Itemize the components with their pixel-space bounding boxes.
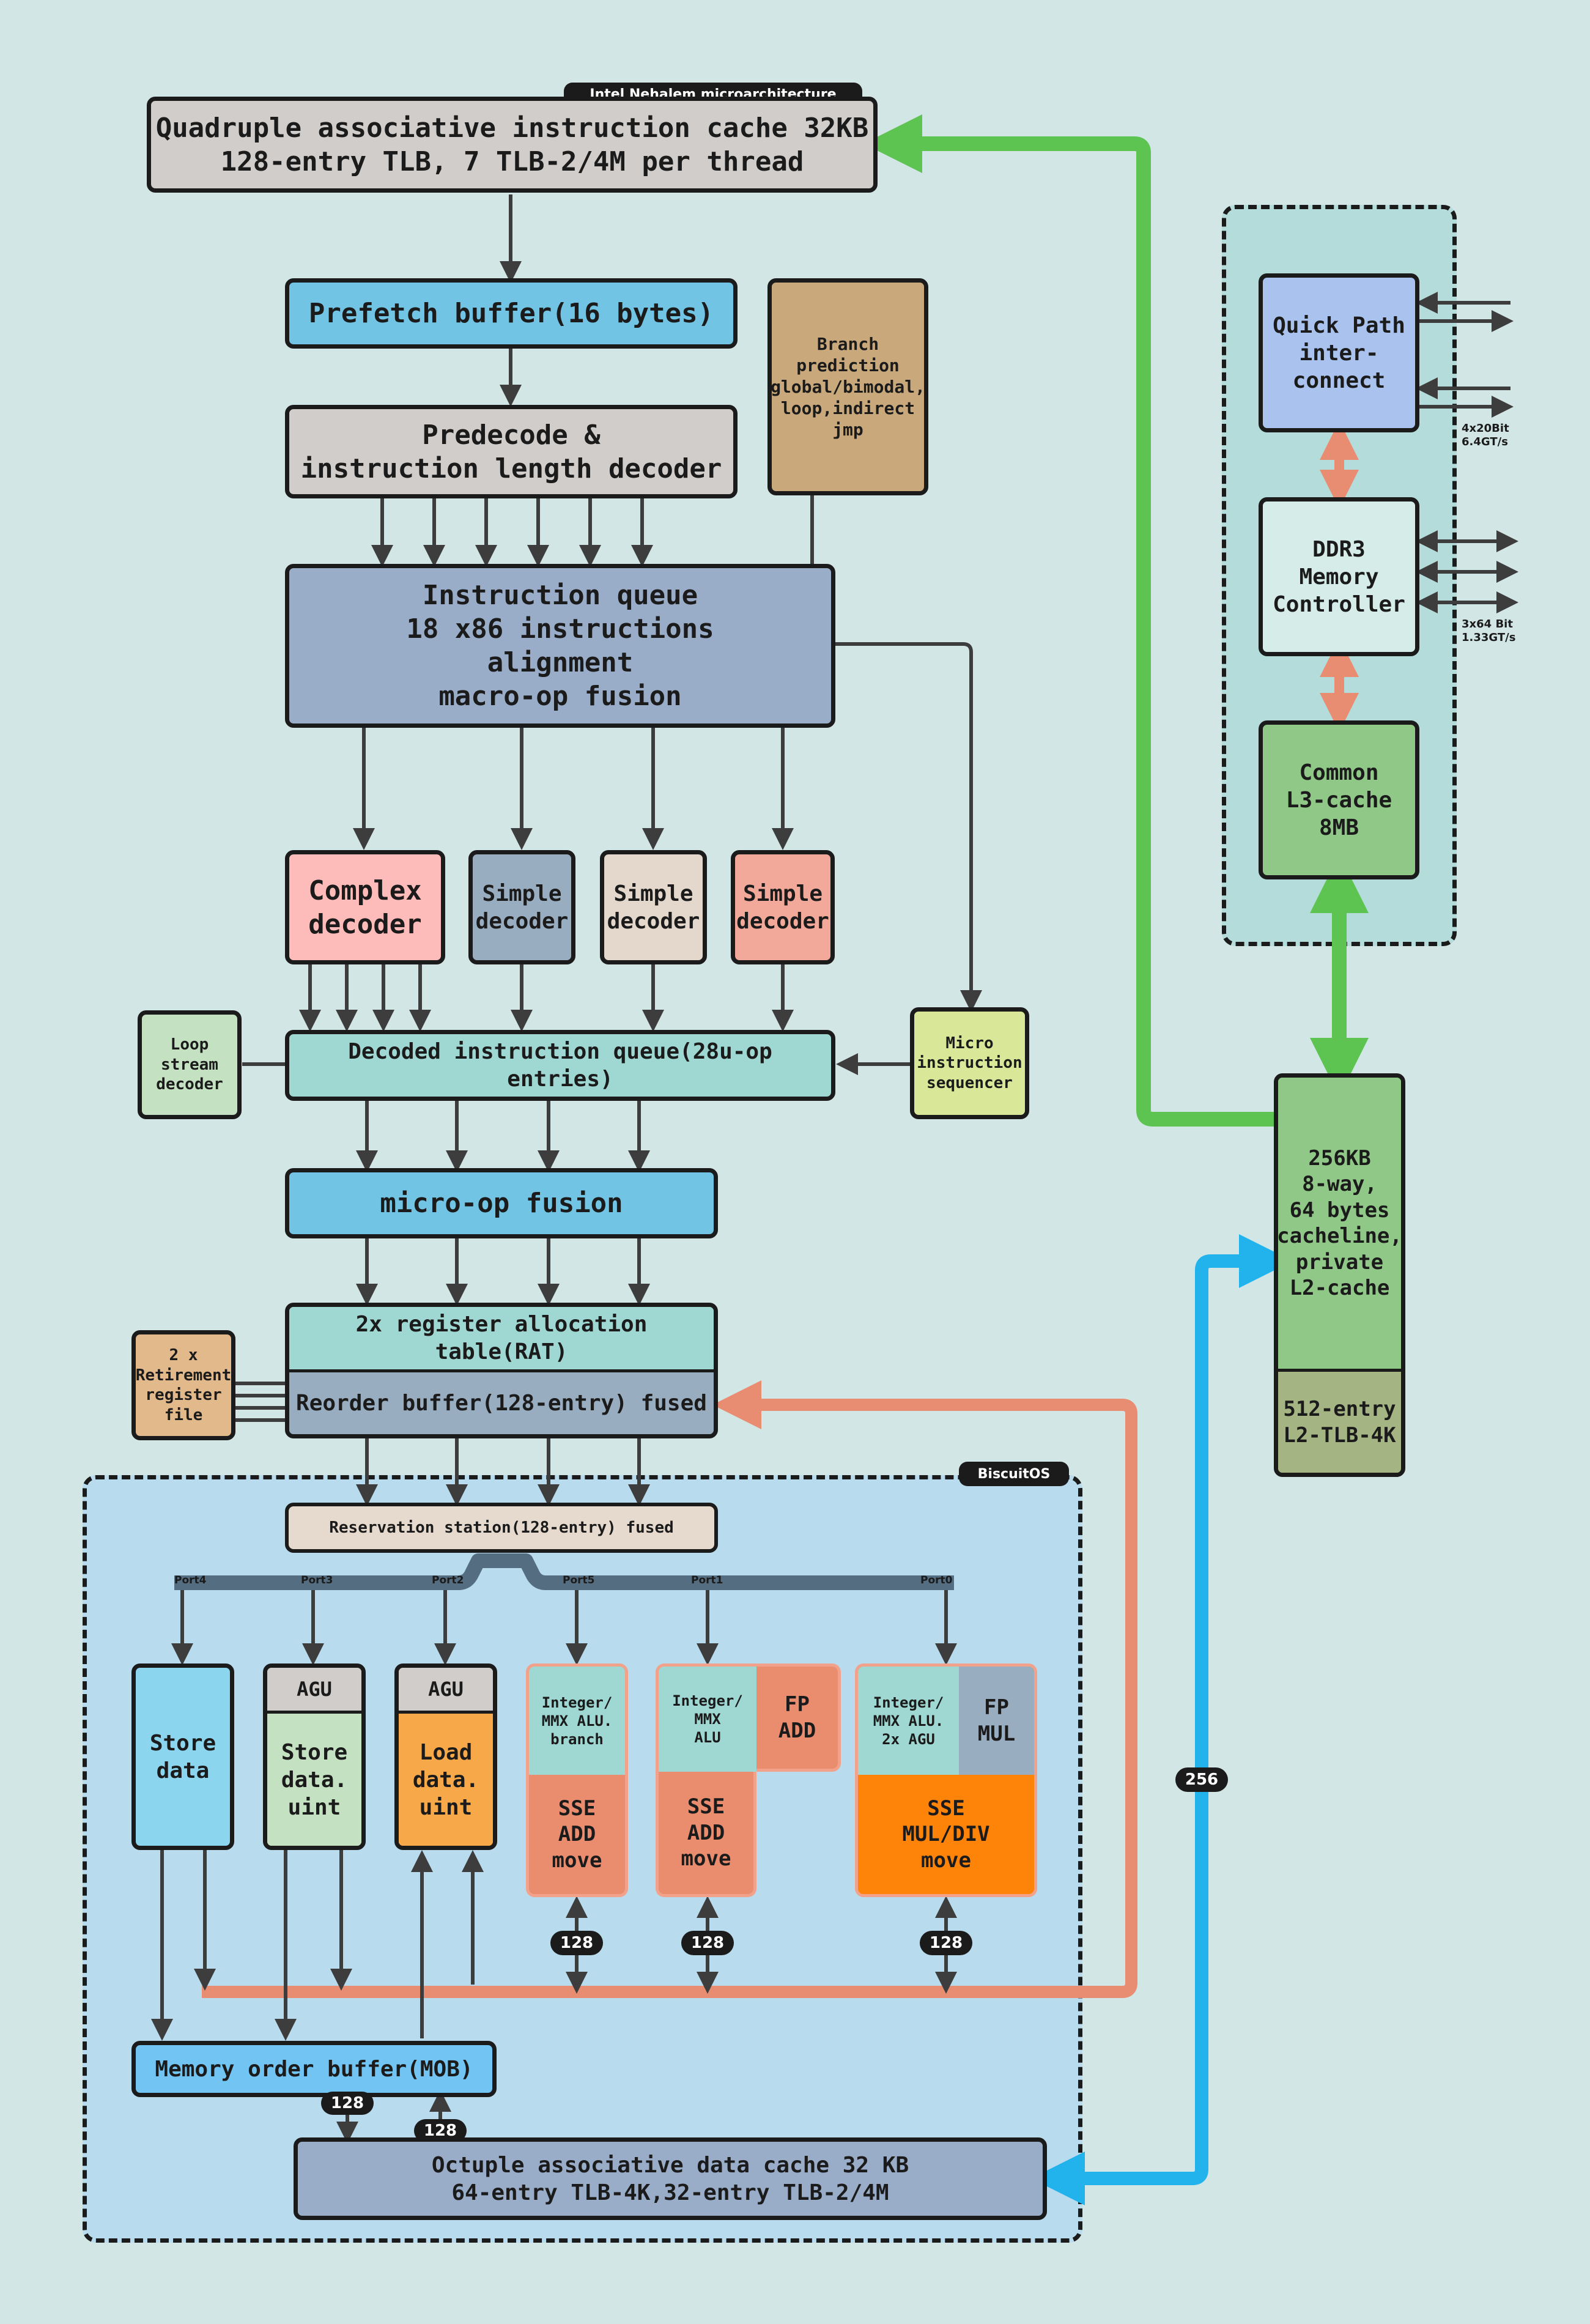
ddr3-bandwidth-note: 3x64 Bit 1.33GT/s — [1462, 618, 1516, 644]
port1-label: Port1 — [691, 1574, 723, 1586]
retirement-register-file: 2 x Retirement register file — [131, 1330, 235, 1440]
register-allocation-table: 2x register allocation table(RAT) — [289, 1307, 714, 1372]
micro-instruction-sequencer: Micro instruction sequencer — [910, 1007, 1029, 1119]
port5-label: Port5 — [563, 1574, 595, 1586]
ddr3-memory-controller: DDR3 Memory Controller — [1259, 497, 1419, 656]
port5-unit: Integer/ MMX ALU. branch SSE ADD move — [526, 1663, 628, 1897]
fp-add: FP ADD — [756, 1663, 841, 1772]
port0-unit: Integer/ MMX ALU. 2x AGU FP MUL SSE MUL/… — [855, 1663, 1037, 1897]
load-data-uint: Load data. uint — [399, 1714, 493, 1846]
branch-prediction: Branch prediction global/bimodal, loop,i… — [767, 278, 928, 495]
predecode-unit: Predecode & instruction length decoder — [285, 405, 738, 498]
l2-tlb: 512-entry L2-TLB-4K — [1278, 1372, 1401, 1473]
width-128-port0: 128 — [920, 1931, 972, 1955]
sse-mul-div-move: SSE MUL/DIV move — [858, 1775, 1034, 1894]
int-mmx-alu: Integer/ MMX ALU — [656, 1663, 756, 1772]
complex-decoder: Complex decoder — [285, 850, 445, 964]
store-agu-label: AGU — [267, 1668, 361, 1714]
prefetch-buffer: Prefetch buffer(16 bytes) — [285, 278, 738, 349]
memory-order-buffer: Memory order buffer(MOB) — [131, 2041, 497, 2097]
quick-path-interconnect: Quick Path inter- connect — [1259, 273, 1419, 432]
load-agu-group: AGU Load data. uint — [394, 1663, 497, 1850]
port4-label: Port4 — [174, 1574, 207, 1586]
load-agu-label: AGU — [399, 1668, 493, 1714]
port2-label: Port2 — [432, 1574, 464, 1586]
simple-decoder-1: Simple decoder — [468, 850, 575, 964]
int-mmx-alu-agu: Integer/ MMX ALU. 2x AGU — [858, 1667, 959, 1775]
os-tag: BiscuitOS — [959, 1462, 1069, 1486]
port3-label: Port3 — [301, 1574, 333, 1586]
l3-cache: Common L3-cache 8MB — [1259, 720, 1419, 879]
reorder-buffer: Reorder buffer(128-entry) fused — [289, 1372, 714, 1434]
simple-decoder-2: Simple decoder — [600, 850, 707, 964]
width-128-port1: 128 — [681, 1931, 734, 1955]
fp-mul: FP MUL — [959, 1667, 1034, 1775]
micro-op-fusion: micro-op fusion — [285, 1168, 718, 1238]
store-agu-group: AGU Store data. uint — [263, 1663, 366, 1850]
simple-decoder-3: Simple decoder — [731, 850, 835, 964]
width-128-port5: 128 — [550, 1931, 603, 1955]
instruction-cache: Quadruple associative instruction cache … — [147, 97, 878, 193]
decoded-instruction-queue: Decoded instruction queue(28u-op entries… — [285, 1030, 835, 1101]
int-mmx-alu-branch: Integer/ MMX ALU. branch — [529, 1667, 625, 1775]
data-cache: Octuple associative data cache 32 KB 64-… — [294, 2137, 1047, 2220]
l2-cache-group: 256KB 8-way, 64 bytes cacheline, private… — [1274, 1073, 1405, 1477]
width-256-l2-to-l1d: 256 — [1175, 1767, 1228, 1792]
l2-cache: 256KB 8-way, 64 bytes cacheline, private… — [1278, 1078, 1401, 1372]
store-data-unit: Store data — [131, 1663, 234, 1850]
instruction-queue: Instruction queue 18 x86 instructions al… — [285, 564, 835, 728]
port0-label: Port0 — [920, 1574, 953, 1586]
port1-unit: Integer/ MMX ALU FP ADD SSE ADD move — [656, 1663, 841, 1897]
rat-rob-group: 2x register allocation table(RAT) Reorde… — [285, 1303, 718, 1438]
width-128-mob-down: 128 — [321, 2092, 374, 2115]
sse-add-move-port5: SSE ADD move — [529, 1775, 625, 1894]
store-data-uint: Store data. uint — [267, 1714, 361, 1846]
loop-stream-decoder: Loop stream decoder — [138, 1010, 242, 1119]
qpi-bandwidth-note: 4x20Bit 6.4GT/s — [1462, 422, 1509, 448]
sse-add-move-port1: SSE ADD move — [656, 1772, 756, 1897]
reservation-station: Reservation station(128-entry) fused — [285, 1503, 718, 1553]
